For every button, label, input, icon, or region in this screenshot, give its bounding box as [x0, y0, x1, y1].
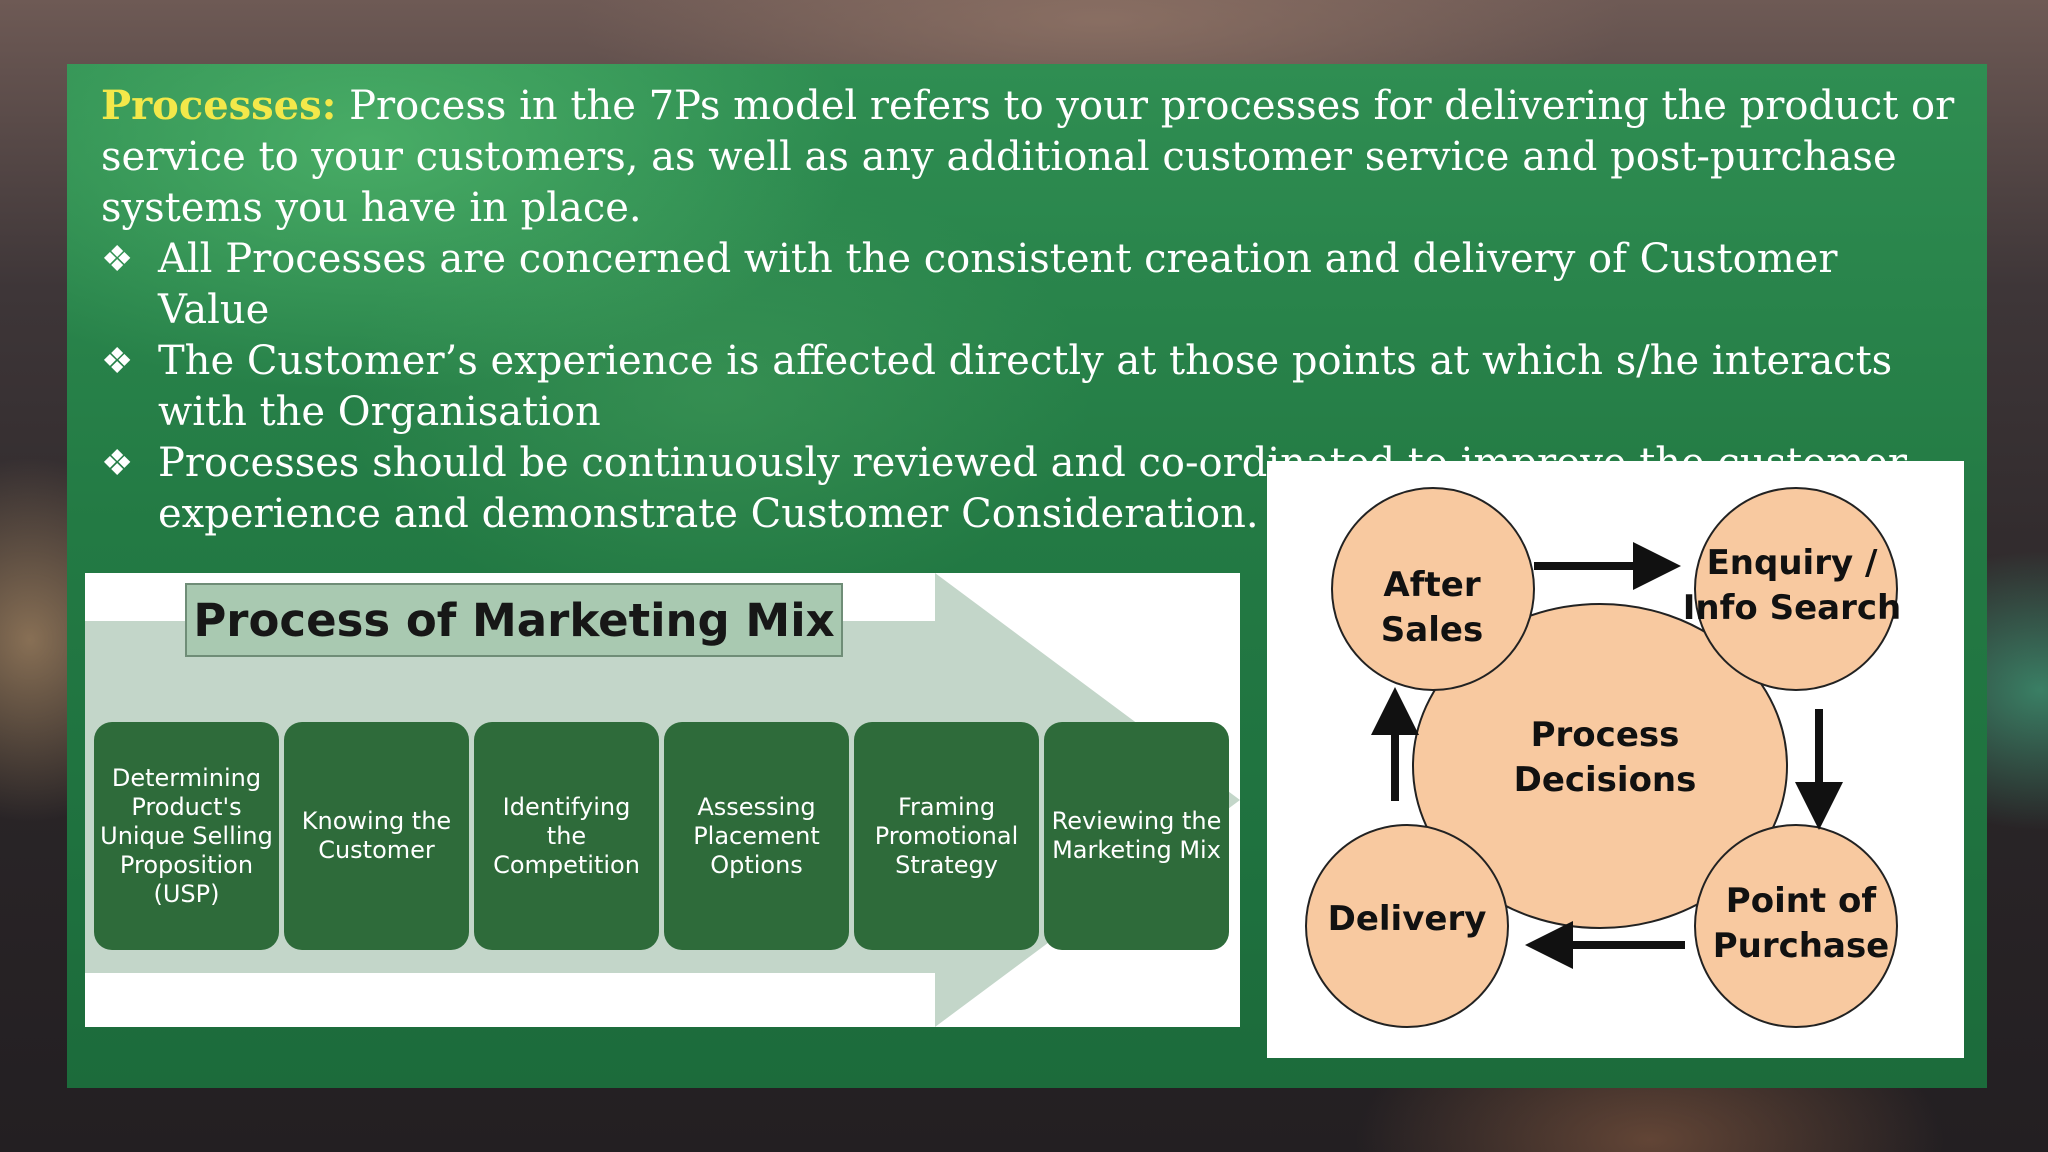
step-box: Identifying the Competition [474, 722, 659, 950]
slide: Processes: Process in the 7Ps model refe… [67, 64, 1987, 1088]
purchase-label: Point of Purchase [1712, 881, 1890, 966]
slide-text: Processes: Process in the 7Ps model refe… [101, 80, 1961, 540]
after-sales-circle [1331, 487, 1535, 691]
bullet-text: The Customer’s experience is affected di… [158, 338, 1893, 435]
bullet-item: ❖ Processes should be continuously review… [101, 438, 1961, 540]
bullet-text: All Processes are concerned with the con… [158, 236, 1838, 333]
diamond-bullet-icon: ❖ [101, 341, 134, 382]
step-box: Knowing the Customer [284, 722, 469, 950]
bullet-item: ❖ All Processes are concerned with the co… [101, 234, 1961, 336]
after-sales-label: After Sales [1380, 565, 1484, 650]
marketing-mix-title: Process of Marketing Mix [185, 583, 843, 657]
process-cycle-image: Process Decisions After Sales Enquiry / … [1267, 461, 1964, 1058]
delivery-label: Delivery [1327, 899, 1487, 939]
step-box: Framing Promotional Strategy [854, 722, 1039, 950]
processes-heading: Processes: [101, 82, 337, 129]
enquiry-label: Enquiry / Info Search [1682, 543, 1902, 628]
marketing-mix-steps: Determining Product's Unique Selling Pro… [94, 722, 1229, 950]
step-box: Reviewing the Marketing Mix [1044, 722, 1229, 950]
diamond-bullet-icon: ❖ [101, 443, 134, 484]
bullet-list: ❖ All Processes are concerned with the co… [101, 234, 1961, 540]
step-box: Assessing Placement Options [664, 722, 849, 950]
cycle-diagram [1305, 487, 1898, 1028]
bullet-item: ❖ The Customer’s experience is affected d… [101, 336, 1961, 438]
step-box: Determining Product's Unique Selling Pro… [94, 722, 279, 950]
intro-text: Process in the 7Ps model refers to your … [101, 83, 1955, 231]
delivery-circle [1305, 824, 1509, 1028]
intro-paragraph: Processes: Process in the 7Ps model refe… [101, 80, 1961, 234]
enquiry-circle [1694, 487, 1898, 691]
bullet-text: Processes should be continuously reviewe… [158, 440, 1907, 537]
center-circle [1412, 603, 1788, 929]
diamond-bullet-icon: ❖ [101, 239, 134, 280]
marketing-mix-image: Process of Marketing Mix Determining Pro… [85, 573, 1240, 1027]
center-label: Process Decisions [1513, 715, 1697, 800]
